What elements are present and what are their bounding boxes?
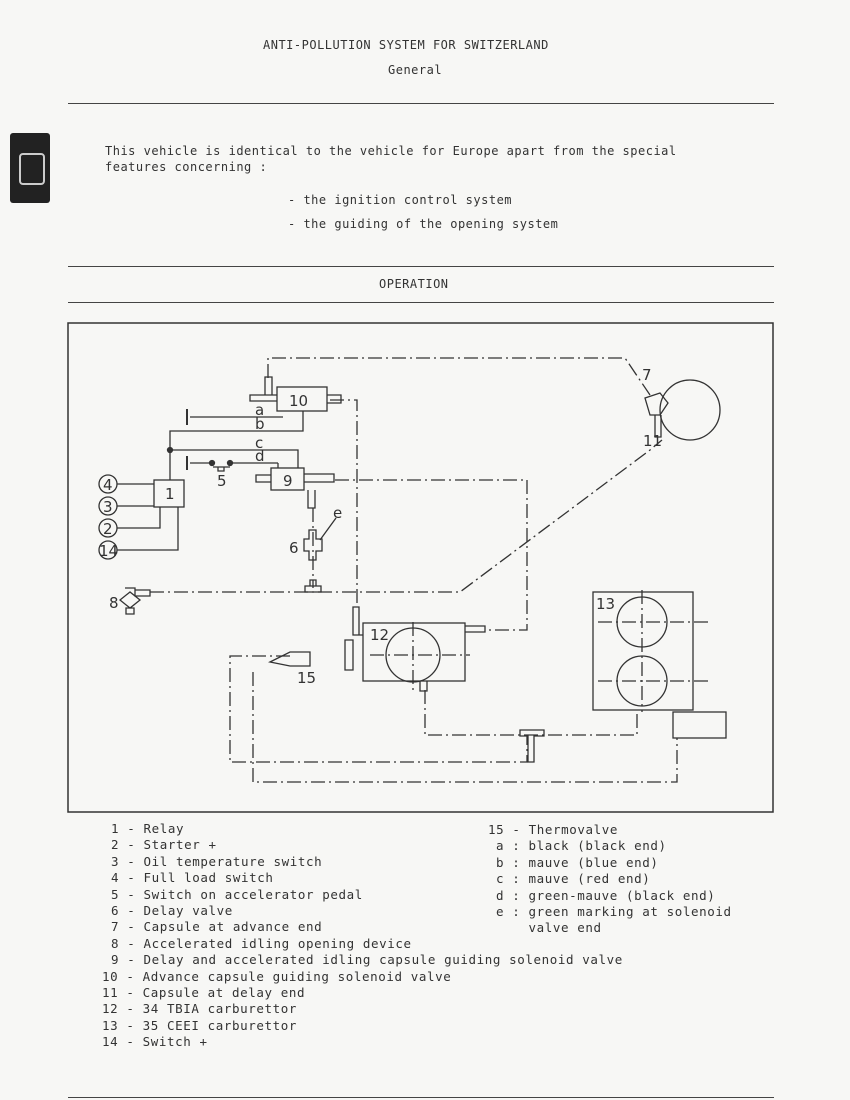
legend-item: 7 - Capsule at advance end xyxy=(111,919,323,935)
label-d: d xyxy=(255,447,265,465)
label-14: 14 xyxy=(99,542,118,560)
label-15: 15 xyxy=(297,669,316,687)
legend-item: 14 - Switch + xyxy=(102,1034,208,1050)
section-title: OPERATION xyxy=(379,277,449,291)
vacuum-lines xyxy=(150,357,710,783)
legend-item: 4 - Full load switch xyxy=(111,870,274,886)
label-e: e xyxy=(333,504,342,522)
legend-item: 11 - Capsule at delay end xyxy=(102,984,306,1000)
legend-item: 9 - Delay and accelerated idling capsule… xyxy=(111,952,623,968)
divider xyxy=(68,302,774,303)
label-8: 8 xyxy=(109,594,119,612)
label-b: b xyxy=(255,415,265,433)
label-12: 12 xyxy=(370,626,389,644)
label-11: 11 xyxy=(643,432,662,450)
legend-item: 6 - Delay valve xyxy=(111,902,233,918)
label-2: 2 xyxy=(103,520,113,538)
page-title: ANTI-POLLUTION SYSTEM FOR SWITZERLAND xyxy=(263,38,549,52)
legend-item: 12 - 34 TBIA carburettor xyxy=(102,1001,298,1017)
legend-item: c : mauve (red end) xyxy=(496,871,651,887)
divider xyxy=(68,266,774,267)
legend-item: b : mauve (blue end) xyxy=(496,854,659,870)
legend-item: 10 - Advance capsule guiding solenoid va… xyxy=(102,968,452,984)
legend-item: 2 - Starter + xyxy=(111,837,217,853)
legend-item: 15 - Thermovalve xyxy=(488,822,619,837)
legend-item: d : green-mauve (black end) xyxy=(496,887,716,903)
legend-item: 8 - Accelerated idling opening device xyxy=(111,935,412,951)
page-subtitle: General xyxy=(388,63,443,77)
intro-text: This vehicle is identical to the vehicle… xyxy=(105,144,677,158)
legend-item: e : green marking at solenoid xyxy=(496,903,732,919)
wiring xyxy=(98,409,304,560)
label-1: 1 xyxy=(165,485,175,503)
label-9: 9 xyxy=(283,472,293,490)
diagram-labels: 4 3 2 14 1 5 10 9 6 8 7 11 12 13 15 a b … xyxy=(99,366,662,687)
label-4: 4 xyxy=(103,476,113,494)
label-10: 10 xyxy=(289,392,308,410)
diagram-frame xyxy=(67,322,774,813)
label-6: 6 xyxy=(289,539,299,557)
bullet-item: - the guiding of the opening system xyxy=(288,217,559,231)
label-7: 7 xyxy=(642,366,652,384)
relay-1 xyxy=(153,479,185,508)
divider xyxy=(68,1097,774,1098)
components xyxy=(118,376,727,763)
legend-item: 13 - 35 CEEI carburettor xyxy=(102,1017,298,1033)
divider xyxy=(68,103,774,104)
label-c: c xyxy=(255,434,263,452)
intro-text: features concerning : xyxy=(105,160,268,174)
legend-item: 5 - Switch on accelerator pedal xyxy=(111,886,363,902)
label-13: 13 xyxy=(596,595,615,613)
legend-item: 3 - Oil temperature switch xyxy=(111,853,323,869)
bullet-item: - the ignition control system xyxy=(288,193,513,207)
engine-logo-icon xyxy=(10,133,50,203)
label-a: a xyxy=(255,401,264,419)
legend-item: valve end xyxy=(496,920,602,936)
legend-item: a : black (black end) xyxy=(496,838,667,854)
label-5: 5 xyxy=(217,472,227,490)
label-3: 3 xyxy=(103,498,113,516)
legend-item: 1 - Relay xyxy=(111,821,185,836)
